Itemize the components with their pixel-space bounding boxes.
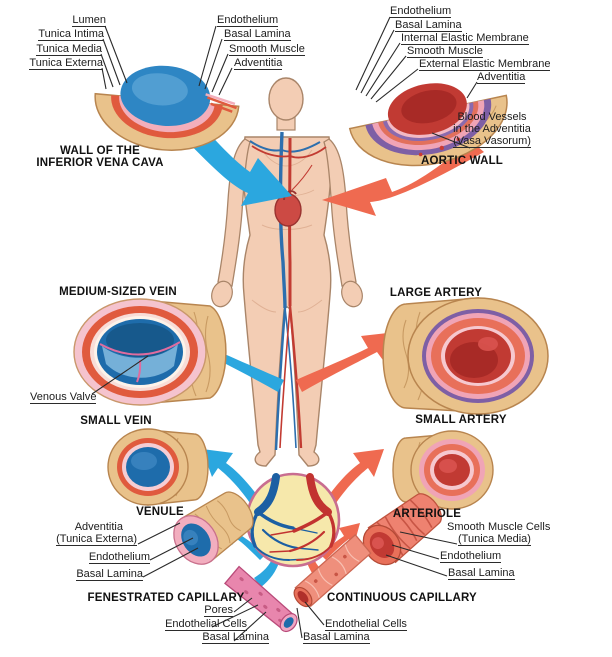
label-fen-endothelial-cells: Endothelial Cells xyxy=(165,618,247,631)
right-hand xyxy=(341,280,363,308)
label-arteriole-endothelium: Endothelium xyxy=(440,550,502,563)
label-con-endothelial-cells: Endothelial Cells xyxy=(325,618,407,631)
capillary-bed-illustration xyxy=(245,472,341,568)
human-body-figure xyxy=(211,77,363,467)
label-venule-adventitia: Adventitia xyxy=(74,521,123,533)
heart xyxy=(274,193,302,227)
vasa-line3: (Vasa Vasorum) xyxy=(453,135,531,148)
small-vein-illustration xyxy=(107,428,209,506)
label-venule-tunica-externa: (Tunica Externa) xyxy=(56,533,137,546)
body-vasculature xyxy=(249,131,327,451)
arteriole-arrow xyxy=(320,523,360,560)
left-hand xyxy=(211,280,233,308)
label-venous-valve: Venous Valve xyxy=(30,391,97,404)
label-internal-elastic-membrane: Internal Elastic Membrane xyxy=(401,32,529,45)
vena-cava-title-line1: WALL OF THE xyxy=(60,145,140,157)
label-con-basal-lamina: Basal Lamina xyxy=(303,631,370,644)
title-medium-vein: MEDIUM-SIZED VEIN xyxy=(59,286,177,298)
large-artery-illustration xyxy=(382,297,549,415)
continuous-capillary-illustration xyxy=(293,533,372,608)
head xyxy=(268,77,304,121)
small-artery-arrow xyxy=(324,449,384,506)
leader-lines xyxy=(91,16,478,642)
label-external-elastic-membrane: External Elastic Membrane xyxy=(419,58,551,71)
label-pores: Pores xyxy=(204,604,233,617)
vasa-line1: Blood Vessels xyxy=(457,111,527,123)
label-arteriole-tunica-media: (Tunica Media) xyxy=(458,533,531,546)
label-vc-smooth-muscle: Smooth Muscle xyxy=(229,43,305,56)
label-vasa-vasorum: Blood Vessels in the Adventitia (Vasa Va… xyxy=(434,111,550,148)
arteriole-illustration xyxy=(362,493,442,566)
label-tunica-media: Tunica Media xyxy=(36,43,102,56)
fenestrated-capillary-illustration xyxy=(224,565,298,633)
label-vc-adventitia: Adventitia xyxy=(234,57,283,70)
label-ao-basal-lamina: Basal Lamina xyxy=(395,19,462,32)
label-fen-basal-lamina: Basal Lamina xyxy=(202,631,269,644)
label-vc-basal-lamina: Basal Lamina xyxy=(224,28,291,41)
label-vc-endothelium: Endothelium xyxy=(217,14,279,27)
title-continuous-capillary: CONTINUOUS CAPILLARY xyxy=(327,592,477,604)
venule-illustration xyxy=(173,491,254,565)
label-venule-basal-lamina: Basal Lamina xyxy=(76,568,143,581)
label-ao-endothelium: Endothelium xyxy=(390,5,452,18)
label-arteriole-basal-lamina: Basal Lamina xyxy=(448,567,515,580)
title-small-vein: SMALL VEIN xyxy=(80,415,152,427)
vena-cava-wall-illustration xyxy=(94,65,240,151)
title-arteriole: ARTERIOLE xyxy=(392,508,462,520)
small-vein-arrow xyxy=(202,449,262,506)
label-lumen: Lumen xyxy=(72,14,106,27)
large-artery-arrow xyxy=(296,332,396,392)
label-tunica-externa: Tunica Externa xyxy=(29,57,103,70)
title-large-artery: LARGE ARTERY xyxy=(389,287,483,299)
label-tunica-intima: Tunica Intima xyxy=(38,28,104,41)
title-fenestrated-capillary: FENESTRATED CAPILLARY xyxy=(87,592,245,604)
label-ao-smooth-muscle: Smooth Muscle xyxy=(407,45,483,58)
medium-vein-illustration xyxy=(73,298,227,406)
label-arteriole-smooth-muscle-cells: Smooth Muscle Cells xyxy=(447,521,551,533)
title-vena-cava: WALL OF THE INFERIOR VENA CAVA xyxy=(20,145,180,169)
aorta-arrow xyxy=(322,140,484,216)
label-venule-endothelium: Endothelium xyxy=(88,551,150,564)
title-aortic-wall: AORTIC WALL xyxy=(420,155,504,167)
vasa-line2: in the Adventitia xyxy=(453,123,531,135)
label-ao-adventitia: Adventitia xyxy=(477,71,526,84)
vena-cava-title-line2: INFERIOR VENA CAVA xyxy=(36,157,164,169)
small-artery-illustration xyxy=(392,430,494,510)
fenestrated-flow-band xyxy=(254,556,280,587)
title-small-artery: SMALL ARTERY xyxy=(415,414,507,426)
title-venule: VENULE xyxy=(136,506,184,518)
